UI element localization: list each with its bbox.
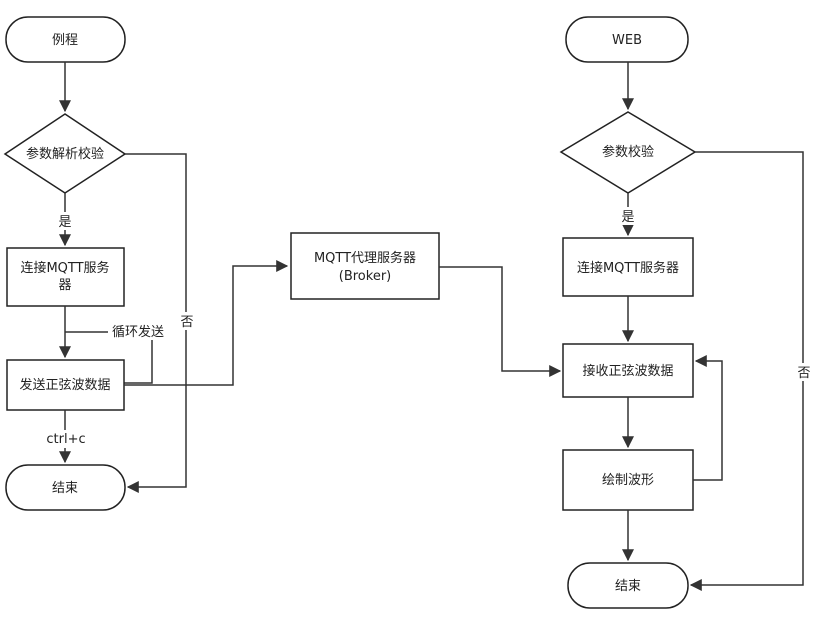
right-param-check-decision: 参数校验	[559, 111, 697, 194]
right-param-check-label: 参数校验	[602, 144, 654, 160]
left-send-node: 发送正弦波数据	[6, 359, 125, 411]
right-yes-label-bg	[619, 207, 637, 225]
left-end-label: 结束	[52, 481, 78, 496]
left-loop-label: 循环发送	[112, 324, 164, 340]
right-start-label: WEB	[612, 33, 642, 48]
right-receive-node: 接收正弦波数据	[562, 343, 694, 398]
right-end-node: 结束	[567, 562, 689, 609]
edge-right-check-no-to-end	[689, 151, 804, 591]
edge-check-no-to-end	[125, 153, 187, 493]
right-no-label-bg	[795, 363, 813, 381]
left-connect-label: 连接MQTT服务	[20, 260, 109, 276]
left-start-label: 例程	[52, 33, 78, 48]
edge-broker-to-receive	[439, 266, 562, 377]
left-yes-label: 是	[58, 215, 71, 230]
left-no-label: 否	[180, 315, 193, 330]
right-receive-label: 接收正弦波数据	[582, 363, 673, 379]
left-end-node: 结束	[5, 464, 126, 511]
right-draw-label: 绘制波形	[602, 473, 654, 488]
broker-label-line2: (Broker)	[339, 269, 391, 284]
left-connect-node: 连接MQTT服务 器	[6, 247, 125, 307]
right-draw-node: 绘制波形	[562, 449, 694, 511]
left-no-label-bg	[178, 312, 196, 330]
right-yes-label: 是	[621, 210, 634, 225]
broker-label-line1: MQTT代理服务器	[314, 250, 416, 266]
right-no-label: 否	[797, 366, 810, 381]
left-connect-label-wrap: 器	[58, 278, 71, 293]
right-connect-node: 连接MQTT服务器	[562, 237, 694, 297]
left-param-check-label: 参数解析校验	[26, 146, 104, 162]
loop-label-bg	[108, 322, 166, 340]
left-send-label: 发送正弦波数据	[19, 377, 110, 393]
left-ctrlc-label: ctrl+c	[46, 432, 85, 447]
right-connect-label: 连接MQTT服务器	[577, 260, 679, 276]
right-end-label: 结束	[615, 579, 641, 594]
left-param-check-decision: 参数解析校验	[3, 113, 127, 194]
yes-label-bg	[56, 212, 74, 230]
edge-draw-loop-to-receive	[693, 355, 723, 481]
left-start-node: 例程	[5, 16, 126, 63]
ctrlc-label-bg	[44, 430, 88, 448]
edge-send-to-broker	[124, 260, 289, 386]
right-start-node: WEB	[565, 16, 689, 63]
broker-node: MQTT代理服务器 (Broker)	[290, 232, 440, 300]
